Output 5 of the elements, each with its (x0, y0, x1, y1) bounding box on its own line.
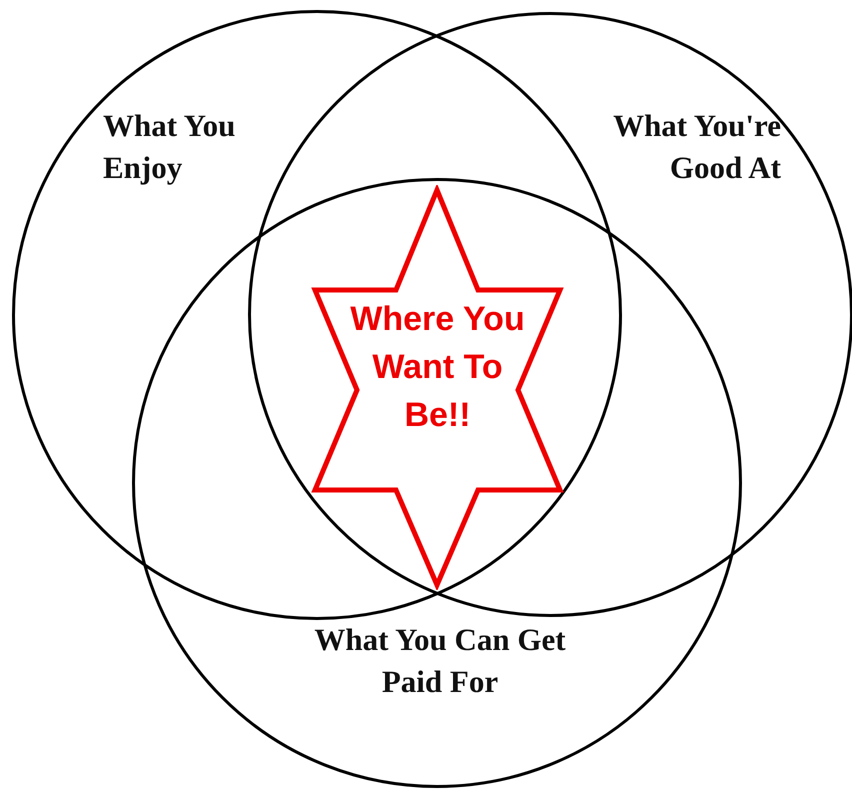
venn-circle (248, 12, 852, 617)
circle-label: What You Can Get Paid For (313, 621, 567, 701)
circle-label: What You Enjoy (103, 107, 236, 187)
star-label: Where You Want To Be!! (349, 299, 526, 436)
circle-label: What You're Good At (612, 107, 781, 187)
